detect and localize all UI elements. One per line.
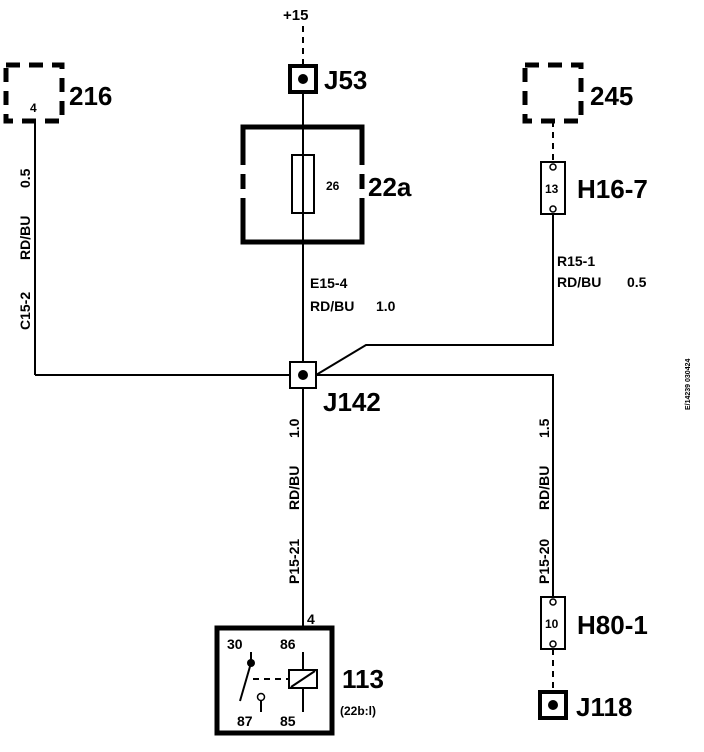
figure-reference: E/14239 030424 <box>685 359 692 410</box>
relay-coil-diagonal <box>290 670 316 688</box>
j142-dot <box>298 370 308 380</box>
fuse-box-top <box>240 124 365 165</box>
relay-pin-30: 30 <box>227 636 243 652</box>
fuse-id-label: 22a <box>368 172 412 202</box>
h16-pin-top <box>549 163 557 171</box>
connector-j53: J53 <box>288 64 367 95</box>
wire-p15-21-code: P15-21 <box>286 539 302 584</box>
wire-p15-21-color: RD/BU <box>286 466 302 510</box>
wire-e15-4-gauge: 1.0 <box>376 298 396 314</box>
relay-pin-86: 86 <box>280 636 296 652</box>
fuse-box-22a: 26 22a <box>240 124 412 245</box>
wire-e15-4-code: E15-4 <box>310 275 348 291</box>
relay-input-pin: 4 <box>307 611 315 627</box>
relay-pin-87: 87 <box>237 713 253 729</box>
connector-245: 245 <box>522 62 633 124</box>
wire-p15-20-code: P15-20 <box>536 539 552 584</box>
c216-pin: 4 <box>30 101 37 115</box>
j53-label: J53 <box>324 65 367 95</box>
supply-label: +15 <box>283 7 308 24</box>
h80-label: H80-1 <box>577 610 648 640</box>
connector-j118: J118 <box>538 690 632 722</box>
h80-pin-number: 10 <box>545 617 559 631</box>
wire-r15-1-gauge: 0.5 <box>627 274 647 290</box>
relay-contact-87 <box>256 692 266 702</box>
figure-reference-text: E/14239 030424 <box>685 359 692 410</box>
c216-label: 216 <box>69 81 112 111</box>
wire-p15-20 <box>316 374 554 597</box>
j118-label: J118 <box>576 692 632 722</box>
relay-pin-85: 85 <box>280 713 296 729</box>
h16-label: H16-7 <box>577 174 648 204</box>
wire-p15-21-label: P15-21 RD/BU 1.0 <box>286 418 302 584</box>
j118-box <box>538 690 568 720</box>
connector-216: 4 216 <box>3 62 112 124</box>
fuse-box-bottom <box>240 198 365 245</box>
h80-pin-bottom <box>549 640 557 648</box>
connector-h80-1: 10 H80-1 <box>540 596 648 650</box>
j53-dot <box>298 74 308 84</box>
wire-p15-20-gauge: 1.5 <box>536 418 552 438</box>
connector-h16-7: 13 H16-7 <box>540 161 648 215</box>
fuse-number: 26 <box>326 179 340 193</box>
wire-c15-2-color: RD/BU <box>17 216 33 260</box>
supply-plus15: +15 <box>283 7 308 66</box>
wire-r15-1 <box>315 214 554 376</box>
h16-pin-number: 13 <box>545 182 559 196</box>
j118-dot <box>548 700 558 710</box>
relay-113: 4 30 86 87 85 113 (22b:l) <box>214 611 384 736</box>
c245-label: 245 <box>590 81 633 111</box>
wire-p15-20-label: P15-20 RD/BU 1.5 <box>536 418 552 584</box>
c245-box <box>522 62 584 124</box>
wire-c15-2-gauge: 0.5 <box>17 168 33 188</box>
wire-c15-2-code: C15-2 <box>17 292 33 330</box>
relay-switch-arm <box>239 662 252 702</box>
relay-id-label: 113 <box>342 664 384 694</box>
wire-r15-1-color: RD/BU <box>557 274 601 290</box>
wire-e15-4-color: RD/BU <box>310 298 354 314</box>
wire-r15-1-code: R15-1 <box>557 253 595 269</box>
relay-sub-label: (22b:l) <box>340 704 376 718</box>
j142-label: J142 <box>323 387 381 417</box>
wire-c15-2-label: C15-2 RD/BU 0.5 <box>17 168 33 330</box>
wire-p15-21-gauge: 1.0 <box>286 418 302 438</box>
wire-p15-20-color: RD/BU <box>536 466 552 510</box>
h80-pin-top <box>549 598 557 606</box>
splice-j142: J142 <box>289 361 381 417</box>
h16-pin-bottom <box>549 205 557 213</box>
